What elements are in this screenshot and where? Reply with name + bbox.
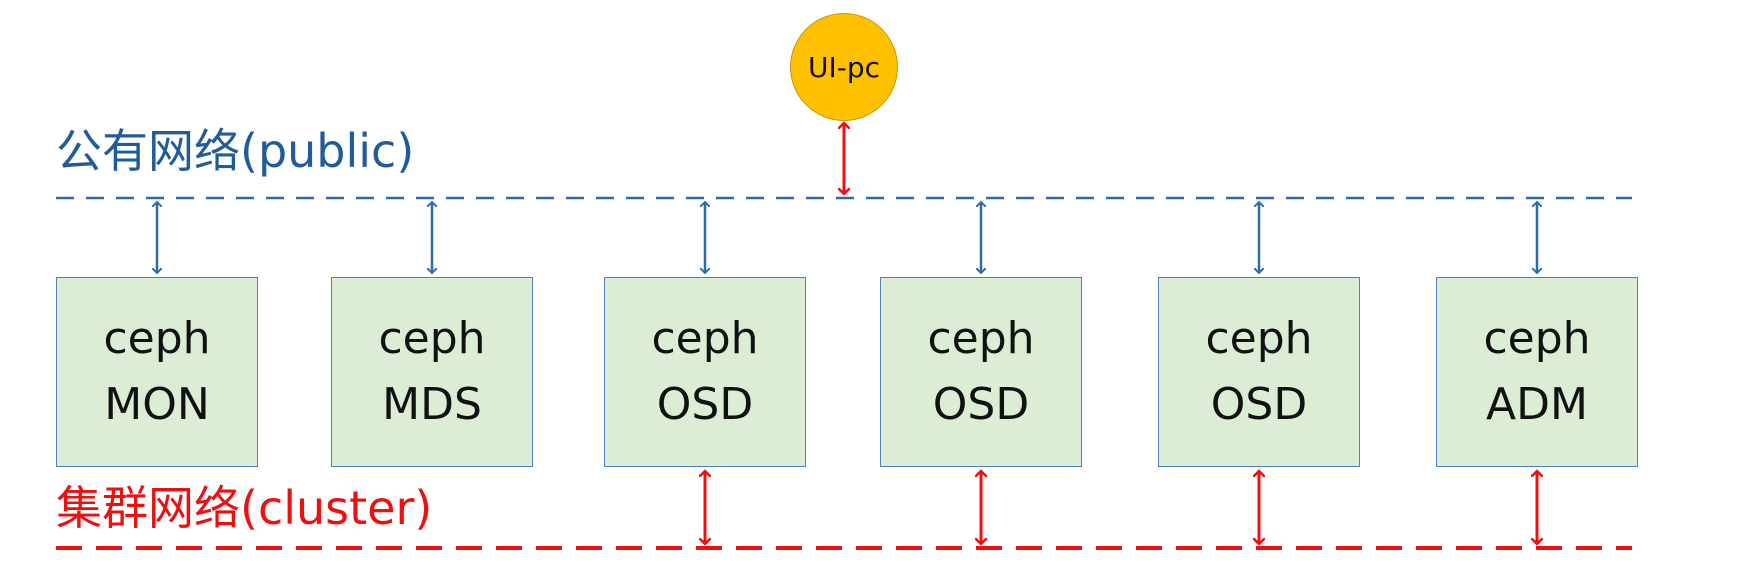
cluster-network-label: 集群网络(cluster) [56,481,433,535]
node-osd-1: ceph OSD [604,277,806,467]
node-line2: OSD [656,379,754,430]
node-osd-3: ceph OSD [1158,277,1360,467]
node-line1: ceph [651,313,759,364]
ui-pc-node: UI-pc [790,13,898,121]
ui-pc-label: UI-pc [807,50,881,84]
node-osd-2: ceph OSD [880,277,1082,467]
node-line2: OSD [932,379,1030,430]
node-line1: ceph [1483,313,1591,364]
node-mon: ceph MON [56,277,258,467]
node-line2: ADM [1486,379,1588,430]
node-mds: ceph MDS [331,277,533,467]
node-line1: ceph [103,313,211,364]
node-line2: MDS [382,379,482,430]
node-line2: OSD [1210,379,1308,430]
public-links [157,202,1537,273]
cluster-links [705,471,1537,544]
node-line1: ceph [1205,313,1313,364]
node-adm: ceph ADM [1436,277,1638,467]
node-line1: ceph [927,313,1035,364]
node-line1: ceph [378,313,486,364]
node-line2: MON [104,379,210,430]
public-network-label: 公有网络(public) [56,124,415,178]
